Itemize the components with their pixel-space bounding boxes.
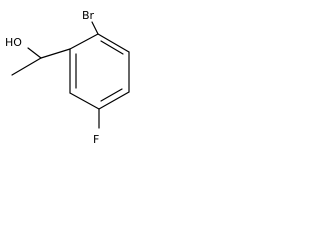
- ring-double-bond-1: [100, 40, 124, 55]
- ring-double-bond-2: [100, 88, 123, 102]
- ring-bond-2: [97, 33, 130, 53]
- fluorine-label: F: [93, 133, 99, 146]
- ring-bond-5: [69, 92, 100, 110]
- bond-methyl: [11, 57, 42, 76]
- hydroxyl-label: HO: [5, 36, 22, 49]
- bond-group: [11, 21, 130, 129]
- ring-bond-4: [98, 91, 130, 110]
- ring-bond-1: [69, 33, 99, 50]
- bromine-label: Br: [82, 9, 95, 22]
- molecule-structure: HO Br F: [5, 9, 130, 146]
- bond-hydroxyl: [27, 47, 42, 59]
- bond-bromine: [91, 21, 99, 35]
- bond-carbinol-ring: [40, 48, 71, 59]
- atom-label-group: HO Br F: [5, 9, 99, 146]
